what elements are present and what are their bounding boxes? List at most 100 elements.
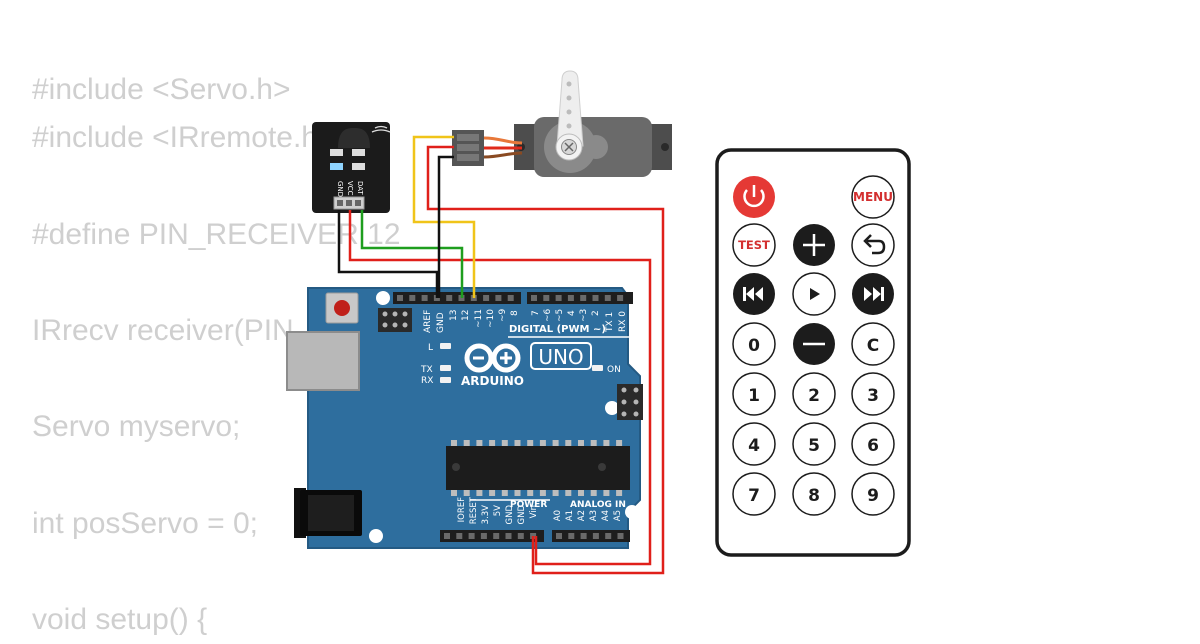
led-tx-label: TX — [420, 365, 433, 375]
wire-yellow-servo-signal — [412, 135, 476, 298]
led-l-label: L — [428, 343, 433, 353]
pin-label: RESET — [469, 496, 479, 524]
remote-digit-2-button[interactable]: 2 — [792, 372, 836, 416]
remote-digit-1-button[interactable]: 1 — [732, 372, 776, 416]
mounting-hole — [661, 143, 669, 151]
header-pin-hole — [580, 533, 587, 539]
wire-green-ir-dat — [360, 210, 464, 298]
arduino-logo — [464, 343, 521, 373]
led-on-label: ON — [607, 365, 621, 375]
pin-label: A3 — [589, 510, 599, 521]
pin-label: ~10 — [486, 309, 496, 328]
servo-horn[interactable] — [556, 70, 584, 147]
menu-label: MENU — [853, 190, 893, 204]
ir-pin-label-dat: DAT — [356, 181, 364, 196]
remote-play-button[interactable] — [792, 272, 836, 316]
pin-label: ~11 — [474, 309, 484, 328]
digit-label: 6 — [867, 436, 879, 456]
code-line: #define PIN_RECEIVER 12 — [32, 217, 401, 251]
header-pin-hole — [604, 295, 611, 301]
header-pin-hole — [605, 533, 612, 539]
pin-label: TX 1 — [605, 312, 615, 333]
power-icon — [743, 189, 765, 208]
remote-digit-0-button[interactable]: 0 — [732, 322, 776, 366]
remote-minus-button[interactable] — [793, 323, 835, 365]
pin-label: GND — [505, 505, 515, 525]
pin-label: RX 0 — [618, 311, 628, 332]
header-pin-hole — [480, 533, 487, 539]
power-jack — [294, 488, 362, 538]
code-line: int posServo = 0; — [32, 506, 258, 540]
remote-menu-button[interactable]: MENU — [851, 175, 895, 219]
remote-digit-9-button[interactable]: 9 — [851, 472, 895, 516]
pin-label: 8 — [510, 310, 520, 316]
pin-label: 12 — [461, 310, 471, 321]
pin-label: 7 — [531, 310, 541, 316]
remote-prev-button[interactable] — [733, 273, 775, 315]
header-pin-hole — [555, 295, 562, 301]
chip-pin — [527, 440, 534, 446]
digit-label: 5 — [808, 436, 820, 456]
plus-icon — [803, 234, 825, 256]
chip-pin — [501, 440, 508, 446]
led-rx — [440, 377, 451, 383]
pin-label: A4 — [601, 510, 611, 521]
remote-test-button[interactable]: TEST — [732, 223, 776, 267]
remote-digit-7-button[interactable]: 7 — [732, 472, 776, 516]
usb-port — [286, 331, 360, 391]
pin-label: AREF — [423, 310, 433, 333]
remote-digit-4-button[interactable]: 4 — [732, 422, 776, 466]
pin-label: GND — [517, 505, 527, 525]
ir-remote: MENU TEST — [715, 148, 911, 557]
pin-label: A1 — [565, 510, 575, 521]
remote-digit-5-button[interactable]: 5 — [792, 422, 836, 466]
chip-pin — [514, 440, 521, 446]
chip-pin — [489, 490, 496, 496]
power-label: POWER — [510, 500, 547, 510]
remote-digit-8-button[interactable]: 8 — [792, 472, 836, 516]
digit-label: 0 — [748, 336, 760, 356]
chip-pin — [603, 490, 610, 496]
remote-next-button[interactable] — [852, 273, 894, 315]
chip-pin — [463, 490, 470, 496]
remote-digit-3-button[interactable]: 3 — [851, 372, 895, 416]
pin-label: A2 — [577, 510, 587, 521]
chip-pin — [489, 440, 496, 446]
pin-label: A5 — [613, 510, 623, 521]
ir-pin-label-vcc: VCC — [346, 181, 354, 196]
remote-back-button[interactable] — [851, 223, 895, 267]
wire-red-servo-power — [426, 145, 665, 575]
chip-pin — [451, 440, 457, 446]
next-icon — [864, 287, 881, 301]
arduino-uno-board[interactable]: AREF GND 13 12 ~11 ~10 ~9 8 7 ~6 ~5 4 ~3… — [286, 287, 643, 549]
chip-pin — [451, 490, 457, 496]
servo-motor[interactable] — [452, 70, 672, 177]
header-pin-hole — [531, 295, 537, 301]
top-pin-labels: AREF GND 13 12 ~11 ~10 ~9 8 7 ~6 ~5 4 ~3… — [423, 308, 628, 333]
code-line: Servo myservo; — [32, 410, 241, 444]
chip-pin — [565, 490, 572, 496]
digital-header — [393, 292, 633, 304]
chip-pin — [539, 490, 546, 496]
pin-label: 4 — [567, 310, 577, 316]
play-icon — [810, 288, 820, 300]
remote-plus-button[interactable] — [793, 224, 835, 266]
ir-receiver-module[interactable]: GND VCC DAT — [312, 122, 391, 213]
header-pin-hole — [505, 533, 512, 539]
digit-label: 2 — [808, 386, 820, 406]
header-pin-hole — [444, 533, 450, 539]
analog-label: ANALOG IN — [570, 500, 626, 510]
header-pin-hole — [568, 533, 575, 539]
remote-digit-6-button[interactable]: 6 — [851, 422, 895, 466]
digit-label: 3 — [867, 386, 879, 406]
circuit-diagram: AREF GND 13 12 ~11 ~10 ~9 8 7 ~6 ~5 4 ~3… — [286, 70, 911, 575]
remote-power-button[interactable] — [733, 176, 775, 218]
chip-pin — [539, 440, 546, 446]
pin-label: ~6 — [543, 308, 553, 322]
remote-c-button[interactable]: C — [851, 322, 895, 366]
c-label: C — [867, 336, 879, 356]
chip-pin — [590, 490, 597, 496]
chip-pin — [565, 440, 572, 446]
led-indicator — [330, 163, 343, 170]
header-pin-hole — [446, 295, 453, 301]
